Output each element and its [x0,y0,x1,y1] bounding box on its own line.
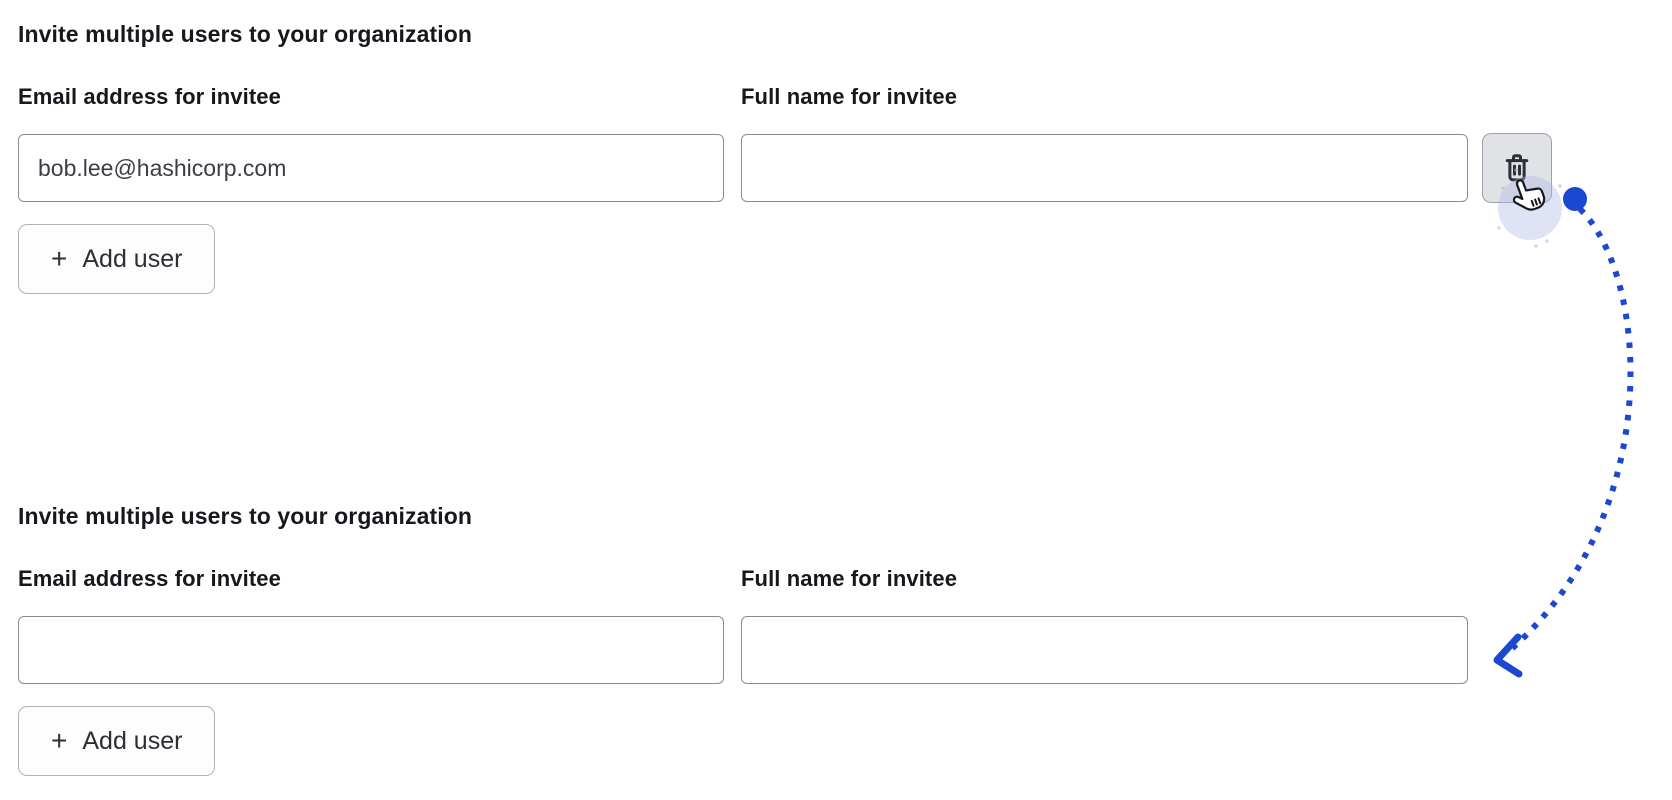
full-name-label: Full name for invitee [741,566,958,591]
add-user-label: Add user [82,726,183,755]
email-field-group: Email address for invitee [18,84,724,202]
full-name-input[interactable] [741,134,1468,202]
email-input[interactable] [18,134,724,202]
email-input[interactable] [18,616,724,684]
invite-row: Email address for invitee Full name for … [18,84,1654,203]
plus-icon: + [51,725,68,756]
email-field-group: Email address for invitee [18,566,724,684]
section-heading: Invite multiple users to your organizati… [18,503,473,529]
delete-row-button[interactable] [1482,133,1552,203]
trash-icon [1505,154,1529,182]
full-name-field-group: Full name for invitee [741,84,1468,202]
email-label: Email address for invitee [18,566,281,591]
full-name-input[interactable] [741,616,1468,684]
full-name-label: Full name for invitee [741,84,958,109]
add-user-label: Add user [82,244,183,273]
add-user-button[interactable]: + Add user [18,706,216,776]
invite-section-2: Invite multiple users to your organizati… [18,502,1654,776]
invite-row: Email address for invitee Full name for … [18,566,1654,684]
plus-icon: + [51,243,68,274]
email-label: Email address for invitee [18,84,281,109]
section-heading: Invite multiple users to your organizati… [18,21,473,47]
full-name-field-group: Full name for invitee [741,566,1468,684]
add-user-button[interactable]: + Add user [18,224,216,294]
invite-section-1: Invite multiple users to your organizati… [18,20,1654,294]
